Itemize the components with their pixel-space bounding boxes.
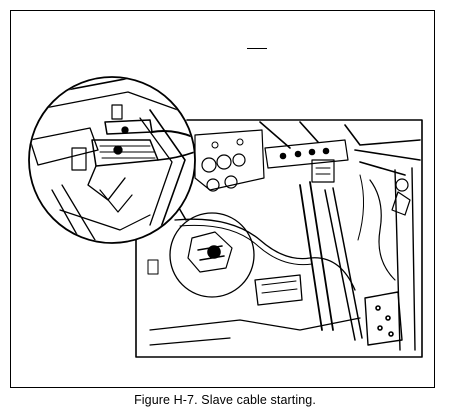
header-rule <box>247 48 267 49</box>
figure-caption: Figure H-7. Slave cable starting. <box>134 393 316 407</box>
main-view <box>135 119 423 358</box>
magnified-inset <box>28 76 196 244</box>
